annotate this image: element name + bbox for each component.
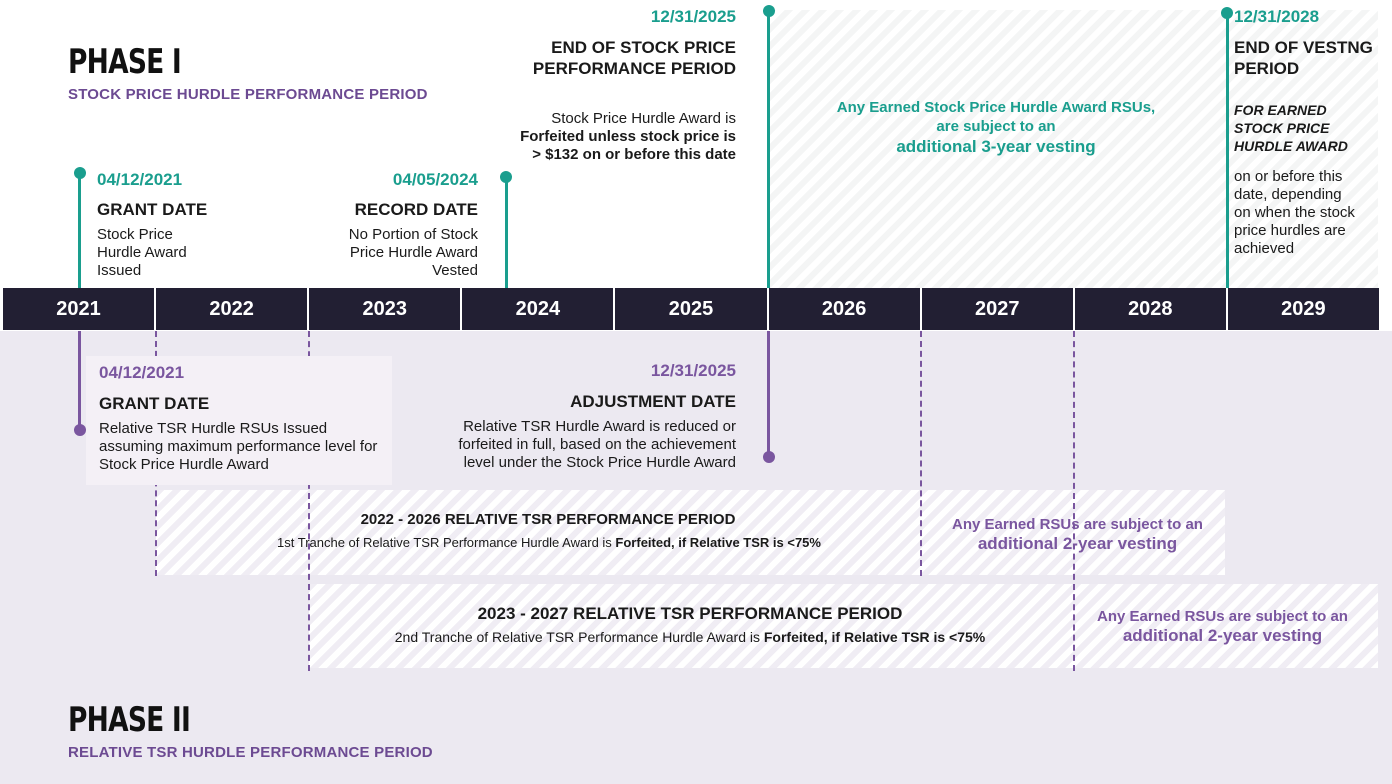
dashed-divider-2027 <box>920 331 922 576</box>
end-vesting-marker-line <box>1226 14 1229 288</box>
year-cell-2024: 2024 <box>462 288 616 330</box>
phase1-subtitle: STOCK PRICE HURDLE PERFORMANCE PERIOD <box>68 86 428 103</box>
tranche2-vesting-note: Any Earned RSUs are subject to an additi… <box>1075 607 1370 645</box>
year-cell-2029: 2029 <box>1281 297 1326 320</box>
record-date-marker-dot <box>500 171 512 183</box>
adjustment-date-description: Relative TSR Hurdle Award is reduced or … <box>458 418 736 471</box>
tranche1-vesting-note: Any Earned RSUs are subject to an additi… <box>922 515 1233 553</box>
dashed-divider-2028 <box>1073 331 1075 671</box>
phase2-title: PHASE II <box>68 700 191 740</box>
end-stock-period-heading: END OF STOCK PRICE PERFORMANCE PERIOD <box>532 38 736 78</box>
tranche2-vesting-note-line2: additional 2-year vesting <box>1122 626 1323 645</box>
end-vesting-marker-dot <box>1221 7 1233 19</box>
adjustment-marker-dot <box>763 451 775 463</box>
end-vesting-heading: END OF VESTNG PERIOD <box>1234 38 1373 78</box>
tranche2-heading: 2023 - 2027 RELATIVE TSR PERFORMANCE PER… <box>477 604 903 623</box>
tsr-grant-date-heading: GRANT DATE <box>99 394 210 413</box>
tranche1-vesting-note-line2: additional 2-year vesting <box>977 534 1178 553</box>
record-date-description: No Portion of Stock Price Hurdle Award V… <box>348 226 478 279</box>
year-cell-2027: 2027 <box>922 288 1075 330</box>
tranche2-vesting-note-line1: Any Earned RSUs are subject to an <box>1097 608 1348 625</box>
year-cell-2025: 2025 <box>615 288 769 330</box>
grant-date-marker-line <box>78 175 81 288</box>
tranche2-description: 2nd Tranche of Relative TSR Performance … <box>394 629 986 645</box>
tranche1-description: 1st Tranche of Relative TSR Performance … <box>277 535 821 550</box>
tranche1-hatch-area <box>156 490 1225 575</box>
dashed-divider-2023 <box>308 331 310 671</box>
record-date-heading: RECORD DATE <box>354 200 478 219</box>
year-cell-2022: 2022 <box>156 288 310 330</box>
grant-date-heading: GRANT DATE <box>97 200 208 219</box>
phase1-title: PHASE I <box>68 42 182 82</box>
record-date-marker-line <box>505 178 508 288</box>
end-stock-period-marker-dot <box>763 5 775 17</box>
end-stock-period-date: 12/31/2025 <box>650 7 736 26</box>
stock-award-vesting-note-line1: Any Earned Stock Price Hurdle Award RSUs… <box>836 99 1156 135</box>
year-cell-2028: 2028 <box>1075 288 1228 330</box>
grant-date-description: Stock Price Hurdle Award Issued <box>97 226 187 279</box>
tranche1-heading: 2022 - 2026 RELATIVE TSR PERFORMANCE PER… <box>360 511 736 528</box>
grant-date-value: 04/12/2021 <box>97 170 183 189</box>
end-stock-period-description: Stock Price Hurdle Award is Forfeited un… <box>520 110 736 163</box>
tsr-grant-marker-line <box>78 331 81 429</box>
record-date-value: 04/05/2024 <box>392 170 478 189</box>
vesting-period-hatch-area <box>768 10 1378 288</box>
grant-date-marker-dot <box>74 167 86 179</box>
tsr-grant-date-description: Relative TSR Hurdle RSUs Issued assuming… <box>99 420 378 473</box>
tranche2-hatch-area <box>309 584 1378 668</box>
tsr-grant-marker-dot <box>74 424 86 436</box>
phase2-subtitle: RELATIVE TSR HURDLE PERFORMANCE PERIOD <box>68 744 433 761</box>
end-vesting-description: on or before this date, depending on whe… <box>1234 168 1355 257</box>
end-stock-period-marker-line <box>767 12 770 288</box>
year-cell-2026: 2026 <box>769 288 922 330</box>
stock-award-vesting-note: Any Earned Stock Price Hurdle Award RSUs… <box>826 98 1166 158</box>
adjustment-date-value: 12/31/2025 <box>650 361 736 380</box>
end-vesting-date: 12/31/2028 <box>1234 7 1320 26</box>
tranche1-vesting-note-line1: Any Earned RSUs are subject to an <box>952 516 1203 533</box>
adjustment-date-heading: ADJUSTMENT DATE <box>570 392 736 411</box>
tsr-grant-date-box <box>86 356 392 485</box>
adjustment-marker-line <box>767 331 770 453</box>
year-cell-2023: 2023 <box>309 288 463 330</box>
tsr-grant-date-value: 04/12/2021 <box>99 363 185 382</box>
timeline-year-bar: 2021 2022 2023 2024 2025 2026 2027 2028 … <box>3 288 1379 330</box>
end-vesting-subheading: FOR EARNED STOCK PRICE HURDLE AWARD <box>1234 102 1348 154</box>
stock-award-vesting-note-line2: additional 3-year vesting <box>896 137 1096 156</box>
year-cell-2021: 2021 <box>3 288 157 330</box>
